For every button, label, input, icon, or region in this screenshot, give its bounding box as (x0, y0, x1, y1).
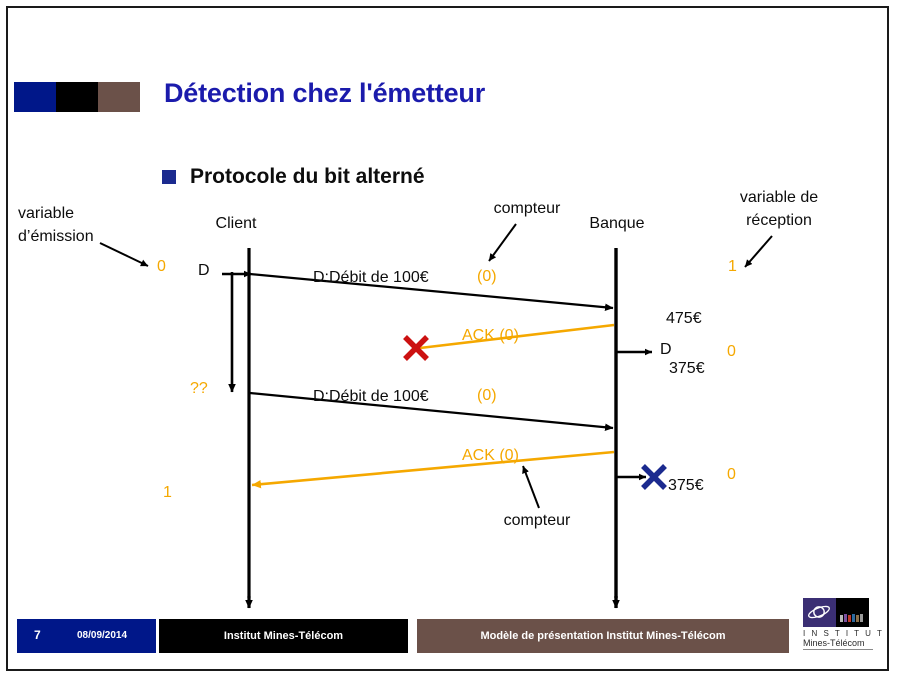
pointer-counter-top (488, 223, 517, 262)
receiver-variable-value-after-second: 0 (727, 466, 736, 483)
footer-institute-block: Institut Mines-Télécom (159, 619, 408, 653)
receiver-variable-label-line2: réception (746, 212, 812, 229)
timer-unknown-label: ?? (190, 380, 208, 397)
balance-after-first: 375€ (669, 360, 705, 377)
counter-label-top: compteur (493, 200, 561, 217)
balance-after-second: 375€ (668, 477, 704, 494)
sender-variable-label-line2: d’émission (18, 228, 94, 245)
logo-institut-text: I N S T I T U T (803, 629, 884, 638)
counter-label-bottom: compteur (503, 512, 571, 529)
lifeline-label-banque: Banque (589, 215, 645, 232)
navy-cross-icon (641, 464, 667, 490)
footer-institute-label: Institut Mines-Télécom (223, 630, 344, 642)
balance-before: 475€ (666, 310, 702, 327)
logo-planet-icon (803, 598, 836, 627)
header-block-navy (14, 82, 56, 112)
message-debit-1-text: D:Débit de 100€ (313, 269, 429, 286)
bullet-item: Protocole du bit alterné (162, 165, 425, 189)
lifeline-label-client: Client (215, 215, 257, 232)
message-debit-2-text: D:Débit de 100€ (313, 388, 429, 405)
sender-variable-label-line1: variable (18, 205, 75, 222)
sender-variable-value-final: 1 (163, 484, 172, 501)
logo-squares (803, 598, 877, 627)
logo-marks-icon (836, 598, 869, 627)
pointer-sender-variable (99, 242, 149, 267)
footer-template-label: Modèle de présentation Institut Mines-Té… (480, 630, 726, 642)
bullet-square-icon (162, 170, 176, 184)
header-color-blocks (14, 82, 140, 112)
pointer-receiver-variable (744, 235, 773, 268)
message-ack-1-line (419, 323, 615, 350)
logo-mines-text: Mines-Télécom (803, 638, 865, 648)
header-block-brown (98, 82, 140, 112)
debit-marker-1: D (198, 262, 210, 279)
red-cross-icon (403, 335, 429, 361)
footer-page-number: 7 (34, 628, 41, 642)
message-debit-2-line (249, 391, 614, 432)
sender-variable-value-initial: 0 (157, 258, 166, 275)
message-debit-2-counter: (0) (477, 387, 497, 404)
message-ack-2-text: ACK (0) (462, 447, 519, 464)
message-ack-1-text: ACK (0) (462, 327, 519, 344)
logo-planet-glyph (808, 605, 830, 619)
message-debit-1-counter: (0) (477, 268, 497, 285)
footer-template-block: Modèle de présentation Institut Mines-Té… (417, 619, 789, 653)
message-debit-1-line (249, 272, 614, 312)
message-ack-2-line (251, 450, 615, 489)
pointer-counter-bottom (522, 465, 540, 509)
header-block-black (56, 82, 98, 112)
logo-marks-glyph (840, 614, 863, 622)
slide-border (6, 6, 889, 671)
receiver-variable-value-initial: 1 (728, 258, 737, 275)
bullet-label: Protocole du bit alterné (190, 165, 425, 188)
footer-page-block: 7 08/09/2014 (17, 619, 156, 653)
logo-underline (803, 649, 873, 650)
footer-date: 08/09/2014 (77, 630, 128, 641)
receiver-variable-value-after-first: 0 (727, 343, 736, 360)
institut-mines-telecom-logo: I N S T I T U T Mines-Télécom (803, 598, 884, 655)
page-title: Détection chez l'émetteur (164, 78, 486, 108)
receiver-variable-label-line1: variable de (739, 189, 819, 206)
debit-marker-bank-1: D (660, 341, 672, 358)
